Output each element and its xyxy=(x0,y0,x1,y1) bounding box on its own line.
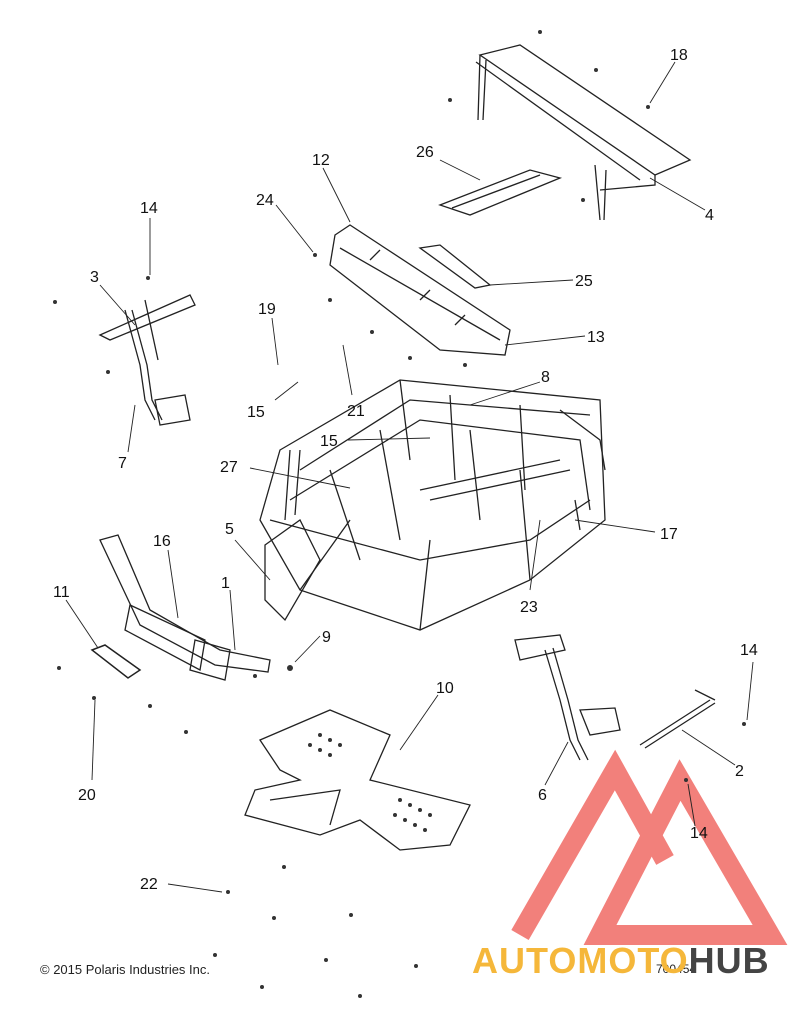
callout-7: 7 xyxy=(118,455,127,472)
left-bracket-part xyxy=(98,294,196,426)
callout-23: 23 xyxy=(520,599,538,616)
callout-25: 25 xyxy=(575,273,593,290)
right-bracket-part xyxy=(514,634,621,761)
watermark-brand-part1: AUTOMOTO xyxy=(472,940,689,981)
callout-8: 8 xyxy=(541,369,550,386)
callout-11: 11 xyxy=(53,584,70,601)
leader-lines xyxy=(65,61,754,893)
watermark-brand-part2: HUB xyxy=(688,940,770,981)
drawing-number: 700454 xyxy=(656,962,697,976)
callout-1: 1 xyxy=(221,575,230,592)
callout-21: 21 xyxy=(347,403,365,420)
callout-16: 16 xyxy=(153,533,171,550)
main-frame-part xyxy=(259,379,606,631)
callout-20: 20 xyxy=(78,787,96,804)
skid-plate-part xyxy=(244,709,471,851)
callout-5: 5 xyxy=(225,521,234,538)
callout-10: 10 xyxy=(436,680,454,697)
front-bumper-part xyxy=(99,534,271,681)
callout-9: 9 xyxy=(322,629,331,646)
callout-6: 6 xyxy=(538,787,547,804)
callout-14b: 14 xyxy=(740,642,758,659)
copyright-text: © 2015 Polaris Industries Inc. xyxy=(40,962,210,977)
bracket-part xyxy=(418,244,492,289)
watermark-text: AUTOMOTOHUB xyxy=(472,940,770,982)
callout-24: 24 xyxy=(256,192,274,209)
skid-plate-holes xyxy=(308,733,432,832)
callout-2: 2 xyxy=(735,763,744,780)
callout-labels: 1 2 3 4 5 6 7 8 9 10 11 12 13 14 14 14 1… xyxy=(53,47,758,893)
callout-17: 17 xyxy=(660,526,678,543)
callout-26: 26 xyxy=(416,144,434,161)
callout-18: 18 xyxy=(670,47,688,64)
callout-15a: 15 xyxy=(247,404,265,421)
callout-27: 27 xyxy=(220,459,238,476)
callout-14a: 14 xyxy=(140,200,158,217)
rod-part xyxy=(639,689,716,749)
rear-rack-part xyxy=(475,44,692,221)
callout-14c: 14 xyxy=(690,825,708,842)
panel-part xyxy=(329,224,511,356)
hardware-fasteners xyxy=(53,30,746,998)
watermark-logo xyxy=(511,749,788,945)
tray-part xyxy=(438,169,563,216)
callout-4: 4 xyxy=(705,207,714,224)
callout-3: 3 xyxy=(90,269,99,286)
callout-19: 19 xyxy=(258,301,276,318)
callout-15b: 15 xyxy=(320,433,338,450)
callout-12: 12 xyxy=(312,152,330,169)
callout-13: 13 xyxy=(587,329,605,346)
plate-part xyxy=(90,644,142,679)
callout-22: 22 xyxy=(140,876,158,893)
